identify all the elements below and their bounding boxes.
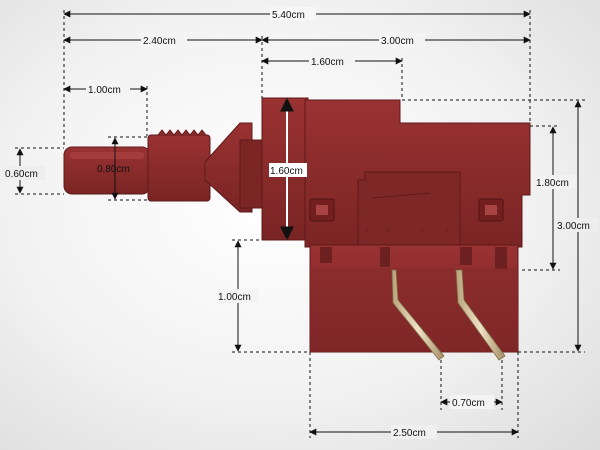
pin-label-3: 1 xyxy=(420,227,424,234)
housing-recess xyxy=(357,171,461,248)
label-tip-length: 1.00cm xyxy=(88,85,121,96)
label-plunger-length: 2.40cm xyxy=(143,36,176,47)
switch-symbol xyxy=(371,192,431,199)
mount-tab-left-inner xyxy=(316,205,328,215)
label-total-height: 3.00cm xyxy=(557,221,590,232)
label-housing-length: 3.00cm xyxy=(381,36,414,47)
plunger-shaft xyxy=(147,134,211,202)
label-overall-length: 5.40cm xyxy=(272,10,305,21)
terminal-pin-left xyxy=(391,269,445,361)
label-base-height: 1.00cm xyxy=(218,292,251,303)
base-ridge-3 xyxy=(460,247,472,265)
label-topblock-length: 1.60cm xyxy=(311,57,344,68)
switch-body: 5 3 1 1 xyxy=(63,97,531,361)
shaft-teeth xyxy=(157,129,207,136)
label-tip-diameter: 0.60cm xyxy=(5,169,38,180)
base-ridge-2 xyxy=(380,247,390,267)
label-pin-spacing: 0.70cm xyxy=(452,398,485,409)
plunger-tip-highlight xyxy=(70,152,144,159)
label-base-width: 2.50cm xyxy=(393,428,426,439)
label-flange-height: 1.60cm xyxy=(270,166,303,177)
pin-label-1: 5 xyxy=(365,227,369,234)
dimension-labels: 5.40cm 2.40cm 3.00cm 1.60cm 1.00cm 0.60c… xyxy=(3,7,599,439)
pin-label-4: 1 xyxy=(445,227,449,234)
plunger-collar xyxy=(239,139,265,209)
mount-tab-right-inner xyxy=(485,205,497,215)
base-ridge-4 xyxy=(495,247,507,269)
base-ridge-1 xyxy=(320,247,332,263)
label-shaft-diameter: 0.80cm xyxy=(97,164,130,175)
terminal-pin-right xyxy=(455,269,506,361)
pin-label-2: 3 xyxy=(385,227,389,234)
label-upper-height: 1.80cm xyxy=(536,178,569,189)
